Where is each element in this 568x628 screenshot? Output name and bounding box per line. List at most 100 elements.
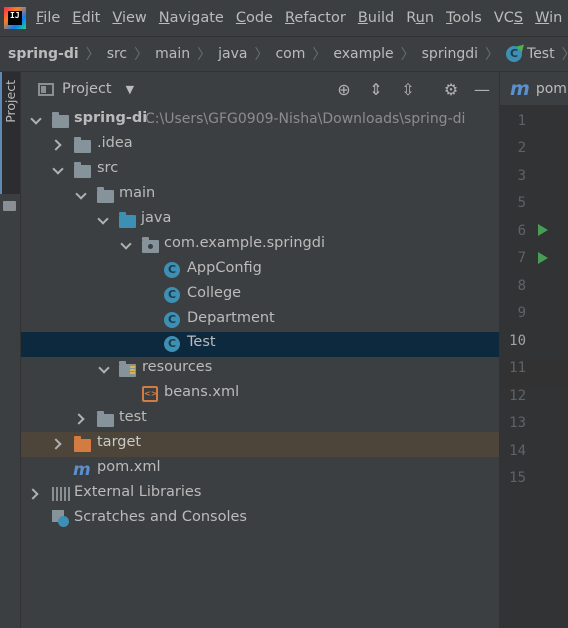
breadcrumb-project[interactable]: spring-di xyxy=(8,46,79,62)
line-number: 7 xyxy=(517,250,526,266)
tree-item-pom[interactable]: m pom.xml xyxy=(21,457,499,482)
tree-item-label: Department xyxy=(187,310,275,326)
tree-item-label: beans.xml xyxy=(164,384,240,400)
menu-navigate[interactable]: Navigate xyxy=(158,10,224,26)
tree-item-label: AppConfig xyxy=(187,260,262,276)
scratches-icon xyxy=(52,510,69,527)
breadcrumb-com[interactable]: com xyxy=(275,46,306,62)
minimize-icon[interactable]: — xyxy=(474,80,490,99)
tree-item-idea[interactable]: .idea xyxy=(21,133,499,158)
maven-icon: m xyxy=(73,460,91,480)
breadcrumb-springdi[interactable]: springdi xyxy=(421,46,479,62)
folder-icon xyxy=(97,187,114,203)
chevron-down-icon[interactable] xyxy=(99,363,109,373)
source-folder-icon xyxy=(119,212,136,228)
run-icon[interactable] xyxy=(538,224,548,236)
tree-item-label: spring-di xyxy=(74,110,148,126)
menu-vcs[interactable]: VCS xyxy=(493,10,524,26)
chevron-right-icon[interactable] xyxy=(52,140,62,150)
collapse-all-icon[interactable]: ⇳ xyxy=(401,80,415,99)
breadcrumb-src[interactable]: src xyxy=(106,46,128,62)
menu-refactor[interactable]: Refactor xyxy=(284,10,346,26)
breadcrumb-test[interactable]: C Test xyxy=(506,46,555,62)
line-number-current: 10 xyxy=(509,333,526,349)
current-line-highlight xyxy=(500,360,568,388)
tree-item-appconfig[interactable]: C AppConfig xyxy=(21,258,499,283)
tree-item-test-folder[interactable]: test xyxy=(21,407,499,432)
chevron-down-icon[interactable] xyxy=(31,114,41,124)
line-number: 12 xyxy=(509,388,526,404)
tree-item-external-libraries[interactable]: External Libraries xyxy=(21,482,499,507)
breadcrumb-test-label: Test xyxy=(527,46,555,62)
tree-item-target[interactable]: target xyxy=(21,432,499,457)
tree-item-department[interactable]: C Department xyxy=(21,308,499,333)
tree-item-label: target xyxy=(97,434,142,450)
menu-file[interactable]: File xyxy=(36,10,61,26)
tree-item-label: test xyxy=(119,409,147,425)
excluded-folder-icon xyxy=(74,436,91,452)
tree-item-label: pom.xml xyxy=(97,459,161,475)
java-class-icon: C xyxy=(164,262,180,278)
tree-item-label: Scratches and Consoles xyxy=(74,509,247,525)
intellij-logo-icon[interactable]: IJ xyxy=(4,7,26,29)
line-number: 14 xyxy=(509,443,526,459)
tree-item-college[interactable]: C College xyxy=(21,283,499,308)
chevron-right-icon[interactable] xyxy=(75,414,85,424)
gear-icon[interactable]: ⚙ xyxy=(443,80,459,99)
menu-window[interactable]: Win xyxy=(535,10,563,26)
tree-item-main[interactable]: main xyxy=(21,183,499,208)
breadcrumb-main[interactable]: main xyxy=(155,46,191,62)
tree-item-spring-di[interactable]: spring-di C:\Users\GFG0909-Nisha\Downloa… xyxy=(21,108,499,133)
tree-item-package[interactable]: com.example.springdi xyxy=(21,233,499,258)
chevron-down-icon[interactable] xyxy=(98,214,108,224)
folder-icon xyxy=(97,411,114,427)
libraries-icon xyxy=(52,487,70,501)
menu-code[interactable]: Code xyxy=(235,10,273,26)
project-tool-tab[interactable]: Project xyxy=(0,72,20,194)
project-view-icon xyxy=(38,82,54,96)
tree-item-test-class[interactable]: C Test xyxy=(21,332,499,357)
menu-bar: IJ File Edit View Navigate Code Refactor… xyxy=(0,0,568,36)
tree-item-label: College xyxy=(187,285,242,301)
run-icon[interactable] xyxy=(538,252,548,264)
breadcrumb-java[interactable]: java xyxy=(218,46,248,62)
breadcrumb-separator-icon: 〉 xyxy=(254,47,269,63)
menu-build[interactable]: Build xyxy=(357,10,395,26)
expand-all-icon[interactable]: ⇕ xyxy=(369,80,383,99)
menu-edit[interactable]: Edit xyxy=(72,10,101,26)
editor-tab-pom[interactable]: m pom xyxy=(500,72,568,106)
tree-item-src[interactable]: src xyxy=(21,158,499,183)
project-tool-tab-label: Project xyxy=(3,80,18,123)
breadcrumb-separator-icon: 〉 xyxy=(134,47,149,63)
line-number: 9 xyxy=(517,305,526,321)
menu-view[interactable]: View xyxy=(112,10,147,26)
line-number: 8 xyxy=(517,278,526,294)
locate-file-icon[interactable]: ⊕ xyxy=(337,80,351,99)
project-panel-title[interactable]: Project xyxy=(62,81,112,97)
line-number: 11 xyxy=(509,360,526,376)
tree-item-resources[interactable]: resources xyxy=(21,357,499,382)
java-class-icon: C xyxy=(164,312,180,328)
line-number: 13 xyxy=(509,415,526,431)
chevron-down-icon[interactable] xyxy=(121,239,131,249)
menu-tools[interactable]: Tools xyxy=(446,10,482,26)
chevron-down-icon[interactable]: ▼ xyxy=(125,82,135,96)
folder-icon[interactable] xyxy=(3,201,16,211)
line-number: 6 xyxy=(517,223,526,239)
tree-item-beans-xml[interactable]: <> beans.xml xyxy=(21,382,499,407)
chevron-right-icon[interactable] xyxy=(29,489,39,499)
java-class-icon: C xyxy=(506,46,523,62)
tree-item-label: java xyxy=(141,210,172,226)
resources-folder-icon xyxy=(119,361,136,377)
maven-icon: m xyxy=(510,77,530,100)
menu-run[interactable]: Run xyxy=(406,10,435,26)
tree-item-java[interactable]: java xyxy=(21,208,499,233)
folder-icon xyxy=(74,162,91,178)
breadcrumb-separator-icon: 〉 xyxy=(197,47,212,63)
chevron-right-icon[interactable] xyxy=(52,439,62,449)
chevron-down-icon[interactable] xyxy=(53,164,63,174)
project-panel: Project ▼ ⊕ ⇕ ⇳ ⚙ — spring-di C:\Users\G… xyxy=(21,72,500,628)
tree-item-scratches[interactable]: Scratches and Consoles xyxy=(21,507,499,532)
breadcrumb-example[interactable]: example xyxy=(333,46,394,62)
chevron-down-icon[interactable] xyxy=(76,189,86,199)
